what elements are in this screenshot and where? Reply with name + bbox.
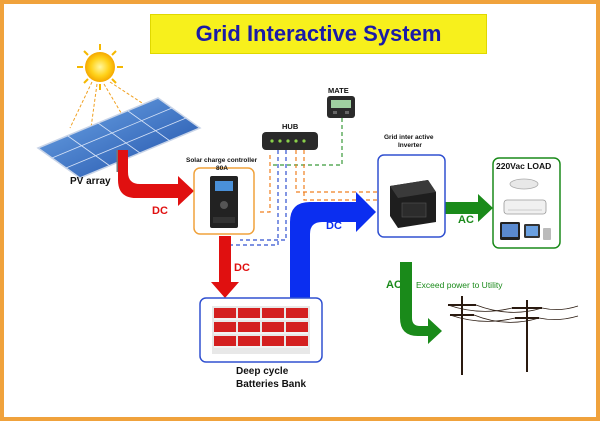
inverter-label-line1: Grid inter active: [384, 134, 434, 141]
charge-controller-label: Solar charge controller: [186, 157, 258, 164]
mate-device: [327, 96, 355, 118]
charge-controller-rating: 80A: [216, 165, 228, 172]
dc-label-pv: DC: [152, 205, 168, 217]
load-label: 220Vac LOAD: [496, 161, 552, 171]
batteries-label-line2: Batteries Bank: [236, 379, 307, 390]
inverter-label-line2: Inverter: [398, 142, 422, 149]
battery-bank-icon: [212, 306, 310, 354]
dc-arrow-pv-to-controller: [118, 150, 194, 206]
hub-label: HUB: [282, 122, 299, 131]
ac-label-utility: AC: [386, 279, 402, 291]
ac-label-load: AC: [458, 214, 474, 226]
ac-arrow-inverter-to-load: [445, 194, 493, 222]
utility-poles-icon: [447, 296, 579, 375]
sun-icon: [77, 44, 123, 90]
dc-arrow-controller-to-batteries: [211, 236, 239, 298]
hub-device: [262, 132, 318, 150]
ac-arrow-inverter-to-utility: [400, 262, 442, 344]
batteries-label-line1: Deep cycle: [236, 366, 289, 377]
title-banner: Grid Interactive System: [150, 14, 487, 54]
inverter-device: [390, 180, 436, 228]
dc-arrow-batteries-to-inverter: [290, 192, 376, 298]
dc-label-controller: DC: [234, 262, 250, 274]
dc-label-batteries: DC: [326, 220, 342, 232]
appliances-icons: [500, 178, 551, 240]
diagram-title: Grid Interactive System: [195, 21, 442, 46]
utility-note: Exceed power to Utility: [416, 280, 503, 290]
pv-array-panel: [36, 97, 202, 179]
comm-cables: [230, 118, 378, 246]
mate-label: MATE: [328, 86, 349, 95]
charge-controller-device: [210, 176, 238, 228]
pv-array-label: PV array: [70, 176, 111, 187]
